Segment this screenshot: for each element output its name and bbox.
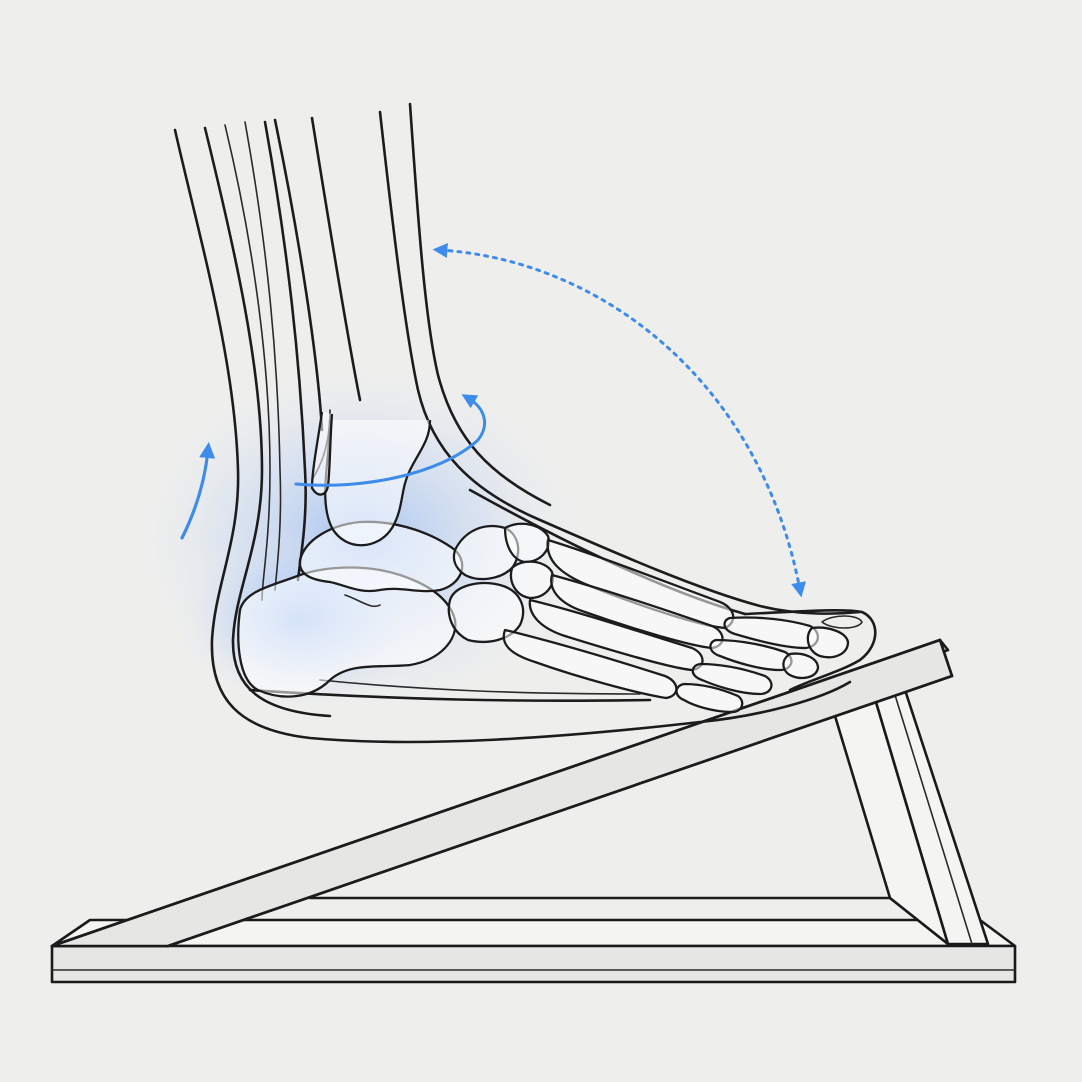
metatarsal-4 (502, 628, 678, 700)
ankle-rotation-arrow (294, 394, 487, 487)
heel-lift-arrow (180, 442, 216, 540)
toe-phalanx-1 (723, 616, 819, 650)
range-of-motion-arrow (432, 242, 806, 598)
motion-annotations (180, 242, 806, 598)
toe-tip-2 (782, 652, 820, 680)
leg-outline (173, 102, 877, 744)
cuneiform-bone-2 (509, 560, 554, 600)
board-base-front (50, 944, 1017, 984)
toe-tip-1 (806, 626, 850, 659)
toe-phalanx-3 (691, 662, 773, 696)
fibula-end (310, 411, 334, 496)
toe-phalanx-4 (675, 682, 744, 714)
slant-board (50, 638, 1017, 984)
toe-phalanx-2 (709, 638, 793, 672)
